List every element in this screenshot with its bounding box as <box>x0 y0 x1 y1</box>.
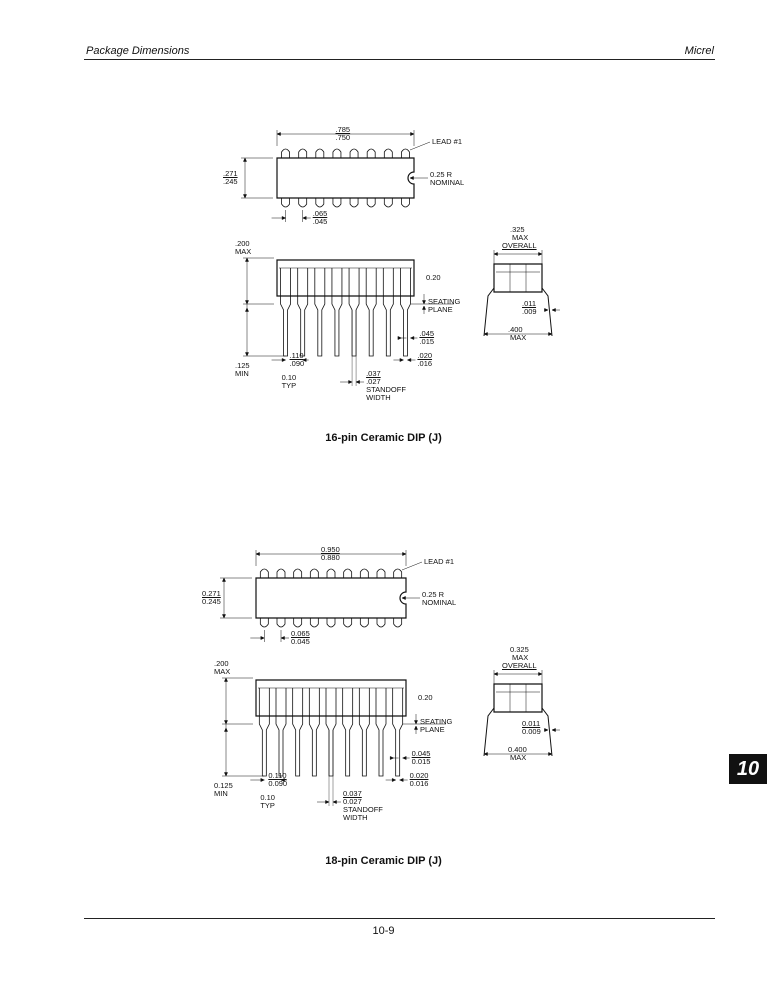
dim-label-overall-val: .325 <box>510 225 525 234</box>
dim-label-standoff-min: .027 <box>366 377 381 386</box>
dim-label-lead-w-min: .015 <box>419 337 435 346</box>
dim-label-height-max: .200 <box>235 239 250 248</box>
dim-label-typ-word: TYP <box>281 381 297 390</box>
dim-label-lead-sq-max: 0.020 <box>409 771 429 780</box>
dim-label-standoff-word2: WIDTH <box>343 813 368 822</box>
dim-label-standoff-min: 0.027 <box>343 797 362 806</box>
package-drawing-svg <box>241 130 560 386</box>
dim-label-pitch-max: .065 <box>312 209 328 218</box>
dim-label-typ-word: TYP <box>260 801 275 810</box>
dim-label-notch-r: 0.25 R <box>422 590 445 599</box>
dim-label-pin-pitch-min: .090 <box>289 359 305 368</box>
dim-label-lead-sq-min: 0.016 <box>409 779 429 788</box>
dim-label-standoff-word1: STANDOFF <box>366 385 406 394</box>
dim-label-row-max: .400 <box>508 325 523 334</box>
dim-label-length-min: 0.880 <box>321 553 340 562</box>
footer-rule <box>84 918 715 919</box>
section-tab: 10 <box>729 754 767 784</box>
dim-label-overall-val: 0.325 <box>510 645 529 654</box>
dim-label-length-max: 0.950 <box>321 545 340 554</box>
dim-label-row-max-word: MAX <box>510 753 527 762</box>
dim-label-length-min: .750 <box>335 133 351 142</box>
dim-label-lead-w-min: 0.015 <box>411 757 431 766</box>
dim-label-lead-thk-min: .009 <box>522 307 537 316</box>
dim-label-row-max-word: MAX <box>510 333 527 342</box>
dim-label-overall-word: OVERALL <box>502 661 537 670</box>
dim-label-lead-len-min-word: MIN <box>214 789 228 798</box>
dim-label-seat-word2: PLANE <box>420 725 445 734</box>
dim-label-overall-max: MAX <box>512 653 529 662</box>
dim-label-seat-val: 0.20 <box>418 693 433 702</box>
dim-label-pitch-min: 0.045 <box>291 637 310 646</box>
dim-label-lead-thk-min: 0.009 <box>522 727 541 736</box>
brand-name: Micrel <box>684 45 714 57</box>
dim-label-lead-len-min: .125 <box>235 361 250 370</box>
dim-label-lead-len-min-word: MIN <box>235 369 249 378</box>
figure-16pin-caption: 16-pin Ceramic DIP (J) <box>325 432 442 444</box>
dim-label-notch-nom: NOMINAL <box>430 178 465 187</box>
dim-label-lead-sq-min: .016 <box>417 359 433 368</box>
dim-label-typ-val: 0.10 <box>260 793 275 802</box>
dim-label-lead1: LEAD #1 <box>432 137 463 146</box>
dim-label-standoff-max: 0.037 <box>343 789 362 798</box>
dim-label-lead1: LEAD #1 <box>424 557 455 566</box>
dim-label-seat-val: 0.20 <box>426 273 441 282</box>
dim-label-pin-pitch-min: 0.090 <box>268 779 288 788</box>
dim-label-height-max: .200 <box>214 659 229 668</box>
page-number: 10-9 <box>372 925 395 937</box>
dim-label-lead-thk-max: .011 <box>522 299 537 308</box>
dim-label-pin-pitch-max: 0.110 <box>268 771 287 780</box>
dim-label-notch-nom: NOMINAL <box>422 598 457 607</box>
dim-label-width-max: 0.271 <box>202 589 221 598</box>
dim-label-lead-thk-max: 0.011 <box>522 719 541 728</box>
dim-label-notch-r: 0.25 R <box>430 170 453 179</box>
dim-label-standoff-max: .037 <box>366 369 381 378</box>
dim-label-height-max-word: MAX <box>235 247 252 256</box>
header-rule <box>84 59 715 60</box>
dim-label-height-max-word: MAX <box>214 667 231 676</box>
package-drawing-svg <box>220 550 560 806</box>
figure-18pin-caption: 18-pin Ceramic DIP (J) <box>325 855 442 867</box>
dim-label-overall-max: MAX <box>512 233 529 242</box>
dim-label-standoff-word2: WIDTH <box>366 393 391 402</box>
dim-label-overall-word: OVERALL <box>502 241 537 250</box>
dim-label-width-max: .271 <box>223 169 238 178</box>
dim-label-pin-pitch-max: .110 <box>289 351 304 360</box>
dim-label-lead-w-max: 0.045 <box>411 749 431 758</box>
dim-label-lead-len-min: 0.125 <box>214 781 233 790</box>
dim-label-pitch-min: .045 <box>312 217 328 226</box>
section-title: Package Dimensions <box>86 45 190 57</box>
dim-label-seat-word1: SEATING <box>420 717 453 726</box>
dim-label-pitch-max: 0.065 <box>291 629 310 638</box>
dim-label-seat-word2: PLANE <box>428 305 453 314</box>
dim-label-length-max: .785 <box>335 125 351 134</box>
dim-label-row-max: 0.400 <box>508 745 527 754</box>
dim-label-lead-sq-max: .020 <box>417 351 433 360</box>
dim-label-width-min: 0.245 <box>202 597 221 606</box>
dim-label-seat-word1: SEATING <box>428 297 461 306</box>
dim-label-width-min: .245 <box>223 177 238 186</box>
dim-label-typ-val: 0.10 <box>281 373 297 382</box>
dim-label-standoff-word1: STANDOFF <box>343 805 383 814</box>
dim-label-lead-w-max: .045 <box>419 329 435 338</box>
